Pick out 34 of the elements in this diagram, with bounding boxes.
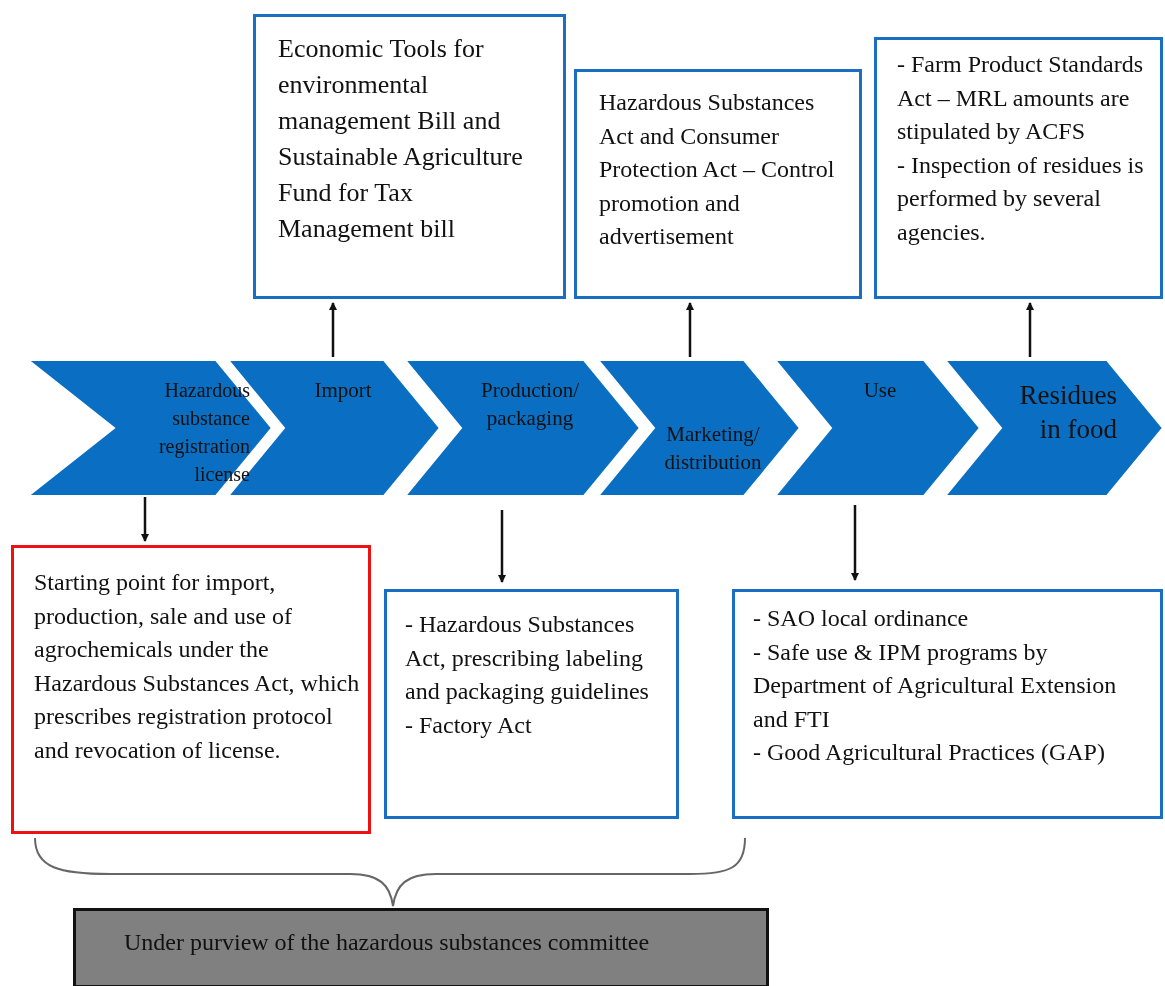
text-box — [732, 589, 1163, 819]
box-text: - Factory Act — [405, 710, 533, 740]
box-text: - Inspection of residues is performed by several agencies. — [897, 150, 1145, 247]
arrow — [141, 497, 149, 542]
box-text: Economic Tools for environmental management Bill and Sustainable Agriculture Fund for Tax Management bill — [278, 33, 524, 245]
arrow — [851, 505, 859, 581]
text-box — [253, 14, 566, 299]
arrow — [498, 510, 506, 583]
box-text: - Safe use & IPM programs by Department of Agricultural Extension and FTI — [753, 637, 1118, 734]
text-box — [574, 69, 862, 299]
chevron-step — [945, 360, 1163, 496]
step-label: Use — [862, 377, 898, 404]
committee-box — [73, 908, 769, 986]
box-text: Starting point for import, production, sale and use of agrochemicals under the Hazardous Substances Act, which prescribes registration protocol and revocation of license. — [34, 568, 361, 765]
arrow — [329, 302, 337, 357]
chevron-step — [405, 360, 640, 496]
text-box — [874, 37, 1163, 299]
chevron-step — [598, 360, 800, 496]
box-text: Under purview of the hazardous substances committee — [124, 928, 651, 957]
arrow — [1026, 302, 1034, 357]
step-label: Production/ packaging — [480, 377, 580, 432]
text-box — [11, 545, 371, 834]
box-text: - Farm Product Standards Act – MRL amounts are stipulated by ACFS — [897, 50, 1144, 146]
chevron-step — [28, 360, 272, 496]
box-text: - Good Agricultural Practices (GAP) — [753, 738, 1106, 767]
box-text: - Hazardous Substances Act, prescribing labeling and packaging guidelines — [405, 610, 650, 706]
step-label: Import — [313, 377, 373, 404]
text-box — [384, 589, 679, 819]
chevron-step — [775, 360, 980, 496]
step-label: Marketing/ distribution — [663, 421, 763, 476]
box-text: Hazardous Substances Act and Consumer Protection Act – Control promotion and advertisement — [599, 88, 836, 251]
arrow — [686, 302, 694, 357]
step-label: Residues in food — [1018, 379, 1117, 446]
box-text: - SAO local ordinance — [753, 604, 970, 633]
